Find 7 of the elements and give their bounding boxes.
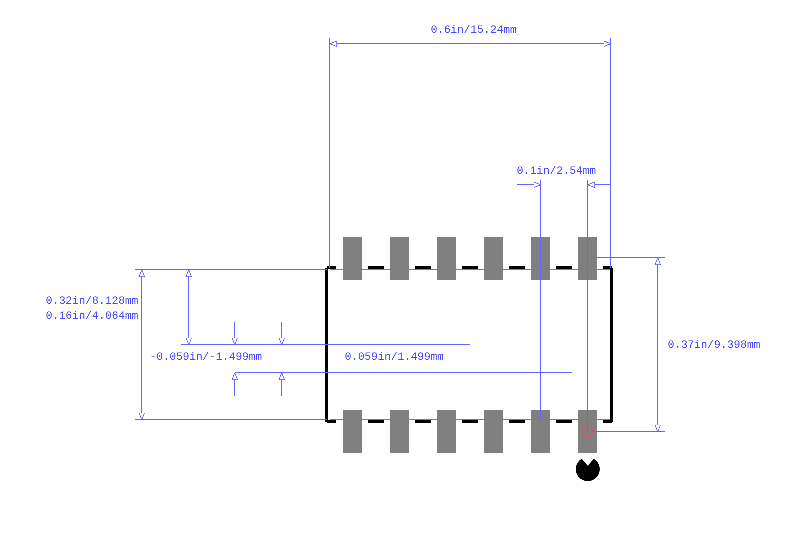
dimension-label: 0.16in/4.064mm [46, 311, 138, 324]
dimension-label: 0.1in/2.54mm [517, 166, 596, 179]
dimension-label: 0.059in/1.499mm [345, 352, 444, 365]
dimension-label: 0.37in/9.398mm [668, 340, 760, 353]
dimension-label: 0.32in/8.128mm [46, 296, 138, 309]
dimension-label: 0.6in/15.24mm [431, 25, 517, 38]
dimension-label: -0.059in/-1.499mm [150, 352, 262, 365]
